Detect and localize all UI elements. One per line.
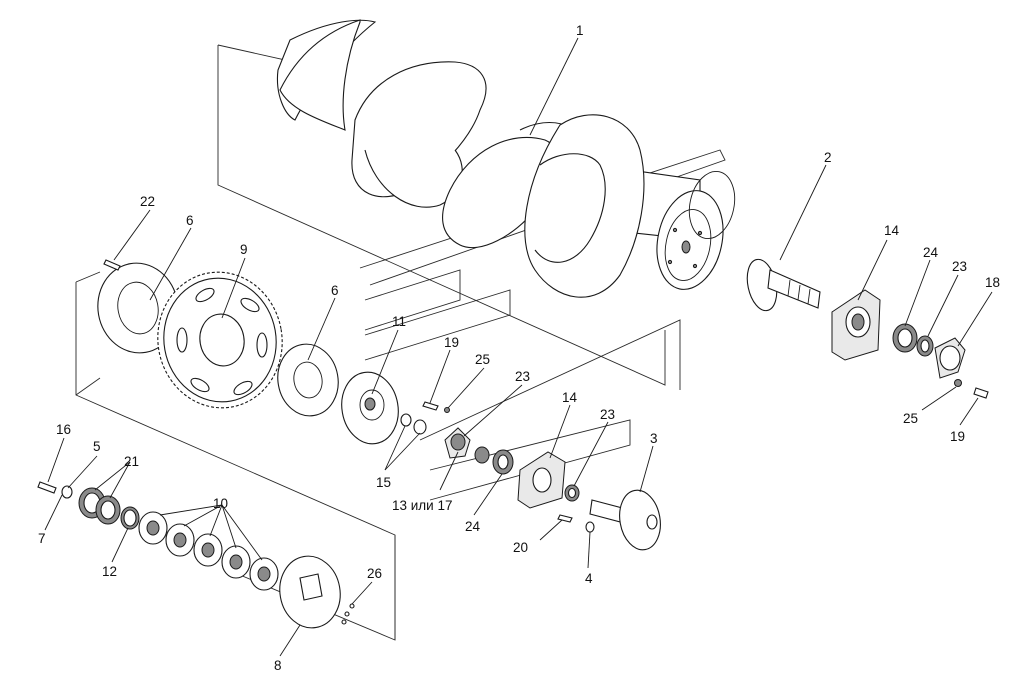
bolt-22 <box>103 259 121 271</box>
callout-19-right: 19 <box>950 429 965 444</box>
bearing-right <box>892 323 918 353</box>
bolt-washer-20-4 <box>557 514 595 533</box>
ring-bearing-middle <box>474 446 514 475</box>
bearing-housing-middle <box>517 451 566 509</box>
spacer-rings-10 <box>138 511 279 591</box>
leader-lines <box>44 37 993 657</box>
ring-lower <box>564 484 580 502</box>
bearing-housing-right <box>831 289 881 361</box>
flat-ring-middle <box>277 343 339 417</box>
callout-15: 15 <box>376 475 391 490</box>
callout-22: 22 <box>140 194 155 209</box>
callout-25-right: 25 <box>903 411 918 426</box>
callout-labels: 1 2 14 24 23 18 25 19 22 6 9 6 11 19 25 … <box>38 23 1000 673</box>
ring-12 <box>120 506 140 530</box>
callout-23-lower: 23 <box>600 407 615 422</box>
callout-3: 3 <box>650 431 658 446</box>
callout-14-middle: 14 <box>562 390 578 405</box>
callout-23-middle: 23 <box>515 369 530 384</box>
disk-8 <box>279 555 341 629</box>
bolt-16 <box>37 481 57 494</box>
stub-shaft-flange <box>746 258 821 312</box>
callout-26: 26 <box>367 566 382 581</box>
callout-21: 21 <box>124 454 139 469</box>
shaft-flange-3 <box>589 489 661 551</box>
callout-4: 4 <box>585 571 593 586</box>
callout-25-middle: 25 <box>475 352 490 367</box>
ring-right <box>916 335 934 357</box>
callout-6-left: 6 <box>186 213 194 228</box>
callout-6-middle: 6 <box>331 283 339 298</box>
callout-5: 5 <box>93 439 101 454</box>
callout-10: 10 <box>213 496 228 511</box>
small-rings-15 <box>400 413 427 435</box>
callout-13-or-17: 13 или 17 <box>392 498 453 513</box>
bearing-unit-13-17 <box>444 427 471 459</box>
callout-11: 11 <box>392 314 406 329</box>
callout-9: 9 <box>240 242 248 257</box>
balls-26 <box>341 603 355 625</box>
callout-19-middle: 19 <box>444 335 459 350</box>
callout-7: 7 <box>38 531 46 546</box>
sprocket <box>157 271 283 409</box>
callout-23-right: 23 <box>952 259 967 274</box>
washer-bolt-right <box>954 379 989 399</box>
callout-18: 18 <box>985 275 1000 290</box>
callout-12: 12 <box>102 564 117 579</box>
washer-5 <box>61 485 73 499</box>
callout-8: 8 <box>274 658 282 673</box>
callout-14-right: 14 <box>884 223 900 238</box>
auger-drum <box>276 19 736 298</box>
callout-2: 2 <box>824 150 832 165</box>
callout-20: 20 <box>513 540 528 555</box>
end-cap <box>934 337 966 379</box>
seals-21 <box>78 487 121 525</box>
callout-1: 1 <box>576 23 584 38</box>
callout-16: 16 <box>56 422 71 437</box>
callout-24-middle: 24 <box>465 519 481 534</box>
hub-disk <box>341 371 399 445</box>
callout-24-right: 24 <box>923 245 939 260</box>
bolt-washer-middle <box>422 401 450 413</box>
